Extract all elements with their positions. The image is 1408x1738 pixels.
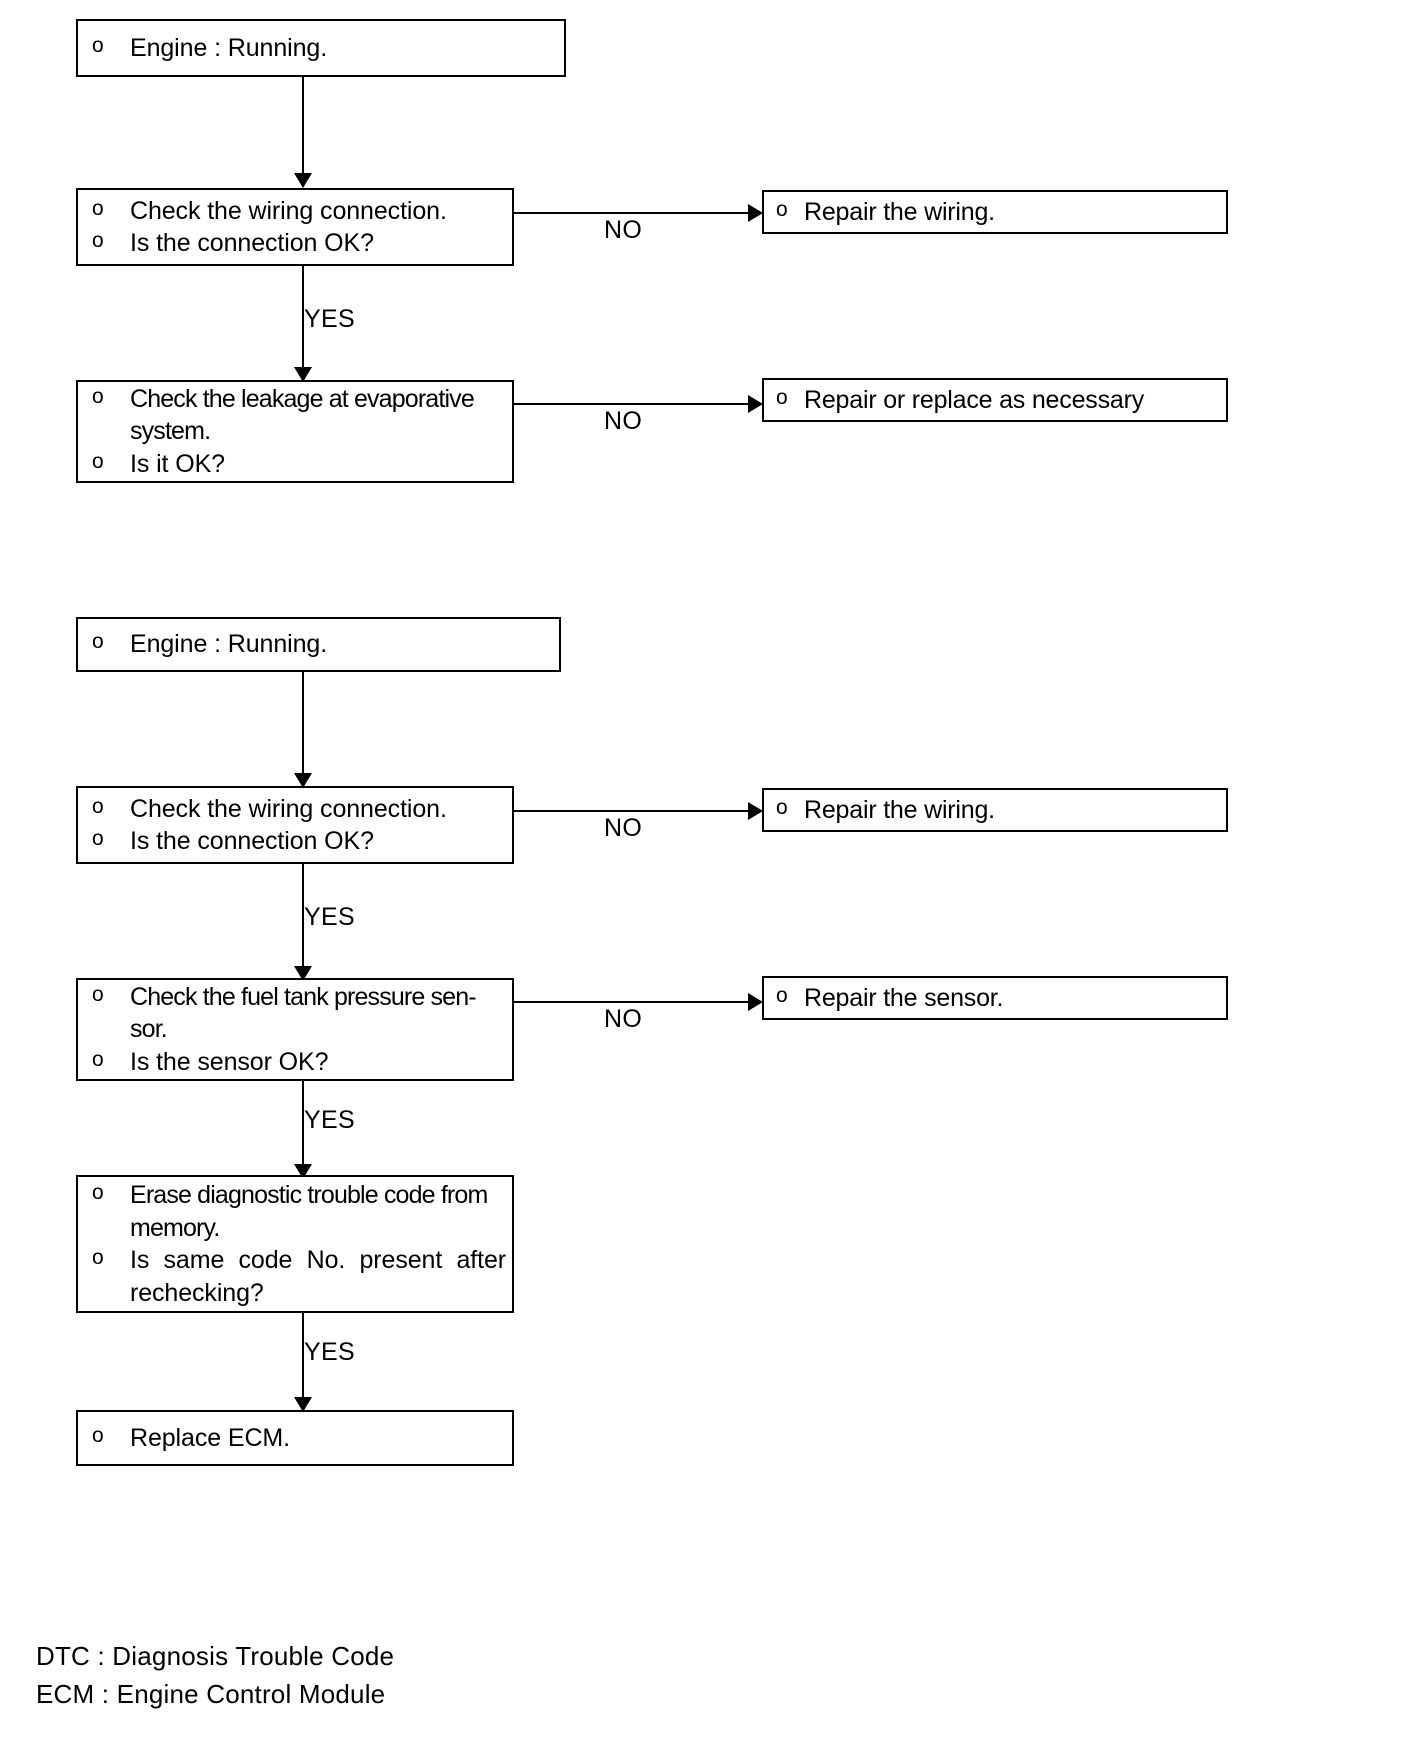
arrow-down-icon — [294, 966, 312, 981]
node-line: o Check the wiring connection. — [78, 793, 512, 826]
node-text: Is same code No. present after recheckin… — [130, 1246, 506, 1307]
bullet-glyph: o — [776, 385, 788, 409]
bullet-glyph: o — [92, 630, 104, 654]
node-text: Check the fuel tank pressure sen-sor. — [130, 982, 477, 1044]
edge-label-no: NO — [604, 814, 643, 842]
node-repair-wiring-1[interactable]: o Repair the wiring. — [762, 190, 1228, 234]
bullet-glyph: o — [92, 196, 104, 220]
bullet-glyph: o — [92, 33, 104, 57]
node-text: Repair the sensor. — [804, 983, 1004, 1012]
node-line: o Repair or replace as necessary — [764, 384, 1226, 417]
node-text: Replace ECM. — [130, 1423, 290, 1452]
connector-line — [302, 1081, 304, 1168]
node-line: o Replace ECM. — [78, 1422, 512, 1455]
node-text: Erase diagnostic trouble code from memor… — [130, 1181, 488, 1242]
node-text: Repair the wiring. — [804, 795, 995, 824]
node-line: o Engine : Running. — [78, 628, 559, 661]
arrow-right-icon — [748, 802, 763, 820]
edge-label-yes: YES — [304, 305, 355, 333]
node-line: o Repair the wiring. — [764, 196, 1226, 229]
node-text: Check the wiring connection. — [130, 196, 447, 225]
node-line: o Is the sensor OK? — [78, 1046, 512, 1079]
node-erase-diagnostic-trouble-code[interactable]: o Erase diagnostic trouble code from mem… — [76, 1175, 514, 1313]
edge-label-no: NO — [604, 407, 643, 435]
connector-line — [514, 1001, 752, 1003]
bullet-glyph: o — [776, 795, 788, 819]
node-text: Is the sensor OK? — [130, 1047, 329, 1076]
node-line: o Erase diagnostic trouble code from mem… — [78, 1179, 512, 1244]
connector-line — [302, 266, 304, 371]
node-line: o Check the wiring connection. — [78, 195, 512, 228]
node-repair-or-replace[interactable]: o Repair or replace as necessary — [762, 378, 1228, 422]
edge-label-yes: YES — [304, 903, 355, 931]
node-replace-ecm[interactable]: o Replace ECM. — [76, 1410, 514, 1466]
connector-line — [514, 403, 752, 405]
node-line: o Engine : Running. — [78, 32, 564, 65]
node-text: Engine : Running. — [130, 33, 328, 62]
node-engine-running-1[interactable]: o Engine : Running. — [76, 19, 566, 77]
bullet-glyph: o — [92, 1047, 104, 1071]
legend-ecm: ECM : Engine Control Module — [36, 1679, 386, 1709]
arrow-down-icon — [294, 173, 312, 188]
connector-line — [302, 1313, 304, 1401]
node-line: o Is same code No. present after recheck… — [78, 1244, 512, 1309]
node-repair-sensor[interactable]: o Repair the sensor. — [762, 976, 1228, 1020]
node-line: o Is the connection OK? — [78, 825, 512, 858]
node-check-leakage[interactable]: o Check the leakage at evaporative syste… — [76, 380, 514, 483]
node-engine-running-2[interactable]: o Engine : Running. — [76, 617, 561, 672]
bullet-glyph: o — [776, 983, 788, 1007]
bullet-glyph: o — [92, 229, 104, 252]
bullet-glyph: o — [92, 794, 104, 818]
node-line: o Is the connection OK? — [78, 227, 512, 260]
node-check-wiring-1[interactable]: o Check the wiring connection. o Is the … — [76, 188, 514, 266]
connector-line — [302, 672, 304, 777]
bullet-glyph: o — [92, 449, 104, 473]
edge-label-no: NO — [604, 1005, 643, 1033]
node-line: o Check the fuel tank pressure sen-sor. — [78, 981, 512, 1046]
legend-dtc: DTC : Diagnosis Trouble Code — [36, 1641, 395, 1671]
bullet-glyph: o — [92, 384, 104, 408]
node-text: Repair the wiring. — [804, 197, 995, 226]
node-text: Check the wiring connection. — [130, 794, 447, 823]
node-line: o Repair the sensor. — [764, 982, 1226, 1015]
connector-line — [302, 864, 304, 970]
node-check-fuel-tank-pressure-sensor[interactable]: o Check the fuel tank pressure sen-sor. … — [76, 978, 514, 1081]
node-line: o Check the leakage at evaporative syste… — [78, 383, 512, 448]
node-text: Is the connection OK? — [130, 827, 374, 855]
arrow-down-icon — [294, 367, 312, 382]
connector-line — [514, 810, 752, 812]
edge-label-yes: YES — [304, 1106, 355, 1134]
node-text: Repair or replace as necessary — [804, 385, 1144, 414]
arrow-right-icon — [748, 204, 763, 222]
connector-line — [302, 77, 304, 177]
bullet-glyph: o — [92, 1181, 104, 1204]
node-line: o Is it OK? — [78, 448, 512, 481]
node-line: o Repair the wiring. — [764, 794, 1226, 827]
bullet-glyph: o — [92, 827, 104, 850]
edge-label-no: NO — [604, 216, 643, 244]
connector-line — [514, 212, 752, 214]
bullet-glyph: o — [92, 1423, 104, 1447]
edge-label-yes: YES — [304, 1338, 355, 1366]
arrow-right-icon — [748, 395, 763, 413]
node-check-wiring-2[interactable]: o Check the wiring connection. o Is the … — [76, 786, 514, 864]
node-text: Engine : Running. — [130, 630, 328, 659]
bullet-glyph: o — [92, 982, 104, 1006]
arrow-right-icon — [748, 993, 763, 1011]
node-text: Check the leakage at evaporative system. — [130, 384, 475, 446]
bullet-glyph: o — [92, 1246, 104, 1269]
arrow-down-icon — [294, 1397, 312, 1412]
node-text: Is the connection OK? — [130, 229, 374, 257]
bullet-glyph: o — [776, 197, 788, 221]
node-repair-wiring-2[interactable]: o Repair the wiring. — [762, 788, 1228, 832]
node-text: Is it OK? — [130, 449, 225, 478]
arrow-down-icon — [294, 773, 312, 788]
